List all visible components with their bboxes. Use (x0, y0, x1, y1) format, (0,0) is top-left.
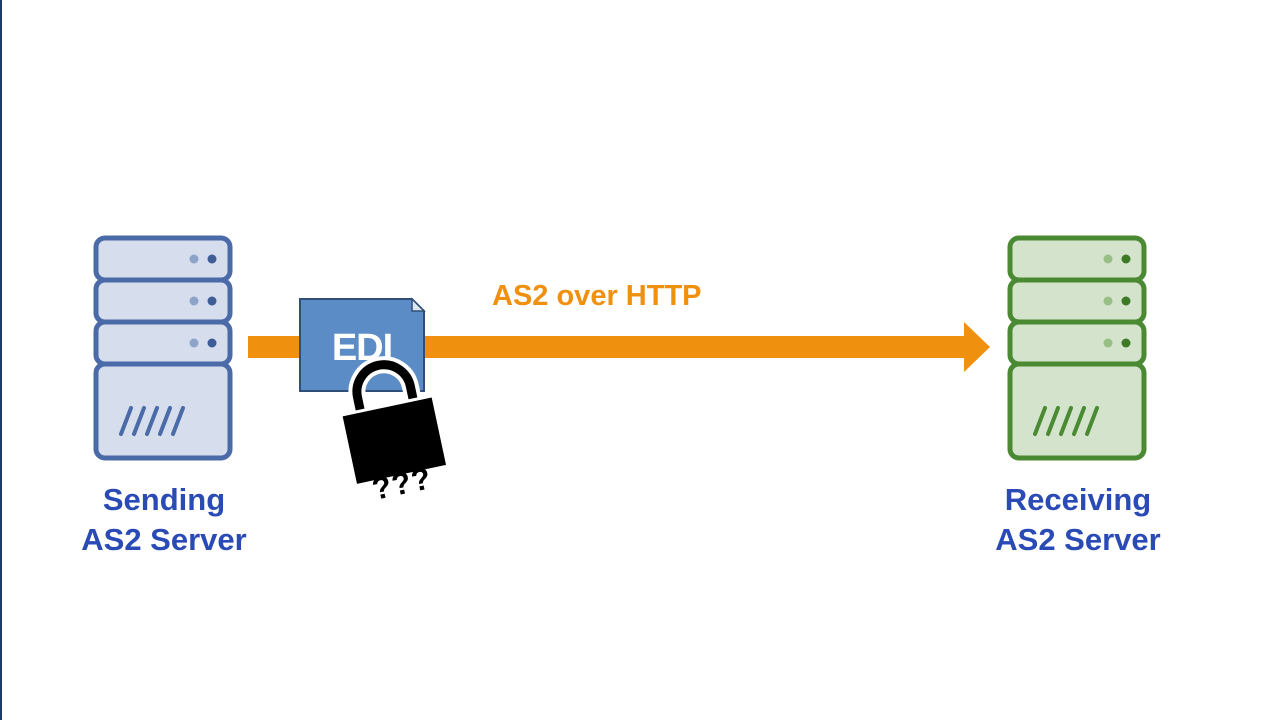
receiving-server-icon (1007, 235, 1147, 463)
sending-server-label-line2: AS2 Server (81, 522, 247, 557)
sending-server-icon (93, 235, 233, 463)
receiving-server-label: Receiving AS2 Server (958, 480, 1198, 560)
receiving-server-label-line2: AS2 Server (995, 522, 1161, 557)
padlock-icon (332, 355, 450, 485)
receiving-server-label-line1: Receiving (1004, 482, 1152, 517)
protocol-label: AS2 over HTTP (492, 280, 702, 312)
frame-border (0, 0, 2, 720)
sending-server-label-line1: Sending (102, 482, 226, 517)
sending-server-label: Sending AS2 Server (44, 480, 284, 560)
arrow-head (964, 322, 990, 372)
